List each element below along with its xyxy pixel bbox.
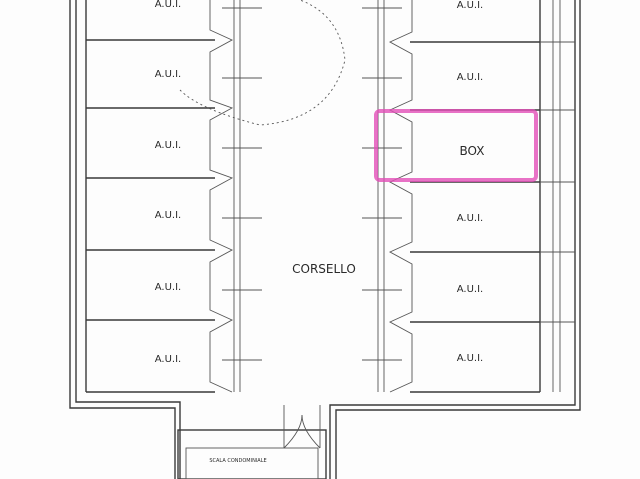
right-unit-label: A.U.I.	[457, 213, 483, 224]
right-unit-label: A.U.I.	[457, 0, 483, 11]
right-unit-label: A.U.I.	[457, 284, 483, 295]
left-bays	[85, 0, 241, 393]
column-ticks	[222, 7, 402, 361]
left-unit-label: A.U.I.	[155, 282, 181, 293]
left-unit-label: A.U.I.	[155, 0, 181, 10]
corridor-label: CORSELLO	[292, 262, 356, 276]
ramp-arc	[179, 0, 346, 126]
stair-label: SCALA CONDOMINIALE	[209, 458, 266, 464]
left-unit-label: A.U.I.	[155, 69, 181, 80]
box-label: BOX	[460, 144, 485, 158]
box-highlight-outline	[374, 109, 538, 182]
left-unit-label: A.U.I.	[155, 140, 181, 151]
left-unit-label: A.U.I.	[155, 354, 181, 365]
right-unit-label: A.U.I.	[457, 353, 483, 364]
left-unit-label: A.U.I.	[155, 210, 181, 221]
right-bays	[377, 0, 575, 393]
right-unit-label: A.U.I.	[457, 72, 483, 83]
perimeter-walls	[69, 0, 581, 479]
entrance-area	[177, 405, 327, 479]
